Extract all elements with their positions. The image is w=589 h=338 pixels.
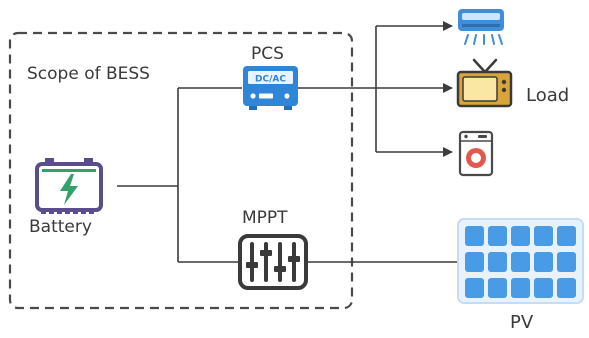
solar-cell [488,226,507,246]
battery-label: Battery [29,217,92,237]
bess-scope-label: Scope of BESS [27,64,150,84]
solar-cell [488,278,507,298]
pcs-device-text: DC/AC [255,75,286,85]
solar-cell [557,278,576,298]
pcs-label: PCS [251,44,284,64]
load-label: Load [526,85,570,106]
connection-lines [117,21,458,263]
pv-label: PV [510,312,534,333]
battery-icon [35,158,103,214]
solar-cell [534,226,553,246]
solar-cell [511,226,530,246]
bess-scope-boundary [8,31,354,310]
television-icon [456,58,513,108]
solar-cell [511,278,530,298]
washing-machine-icon [458,130,494,177]
solar-cell [534,252,553,272]
mppt-label: MPPT [242,208,288,228]
solar-cell [488,252,507,272]
air-conditioner-icon [458,9,504,45]
solar-cell [465,226,484,246]
solar-cell [557,252,576,272]
solar-cell [534,278,553,298]
solar-cell [511,252,530,272]
solar-cell [465,278,484,298]
solar-cell [465,252,484,272]
solar-cell [557,226,576,246]
solar-panel-icon [457,218,584,304]
inverter-icon: DC/AC [243,66,298,110]
mppt-controller-icon [238,234,308,290]
